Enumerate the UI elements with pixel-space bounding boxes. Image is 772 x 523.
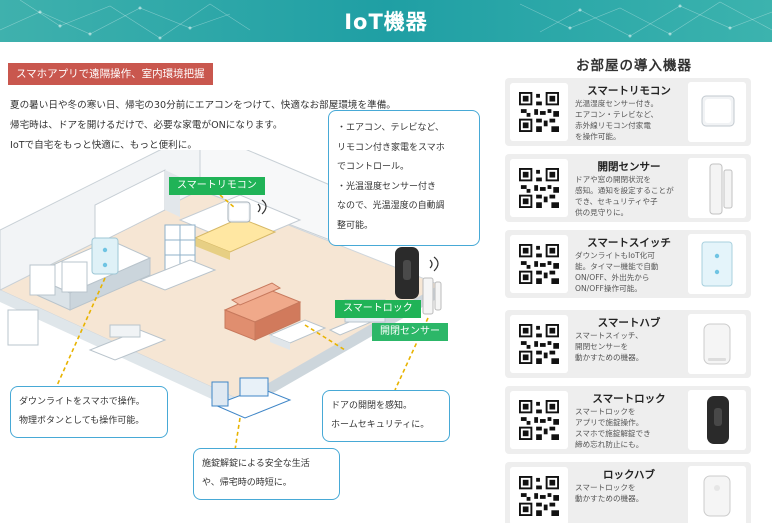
- qr-code-icon: [519, 476, 559, 516]
- device-name: 開閉センサー: [597, 161, 661, 173]
- device-image: [688, 234, 746, 294]
- device-qr[interactable]: [510, 235, 568, 293]
- device-name: ロックハブ: [603, 469, 655, 481]
- device-qr[interactable]: [510, 391, 568, 449]
- device-desc-line: ドアや窓の開閉状況を: [575, 175, 651, 184]
- remote-device-icon: [701, 95, 735, 127]
- sidebar-title: お部屋の導入機器: [576, 58, 692, 74]
- device-card: 開閉センサードアや窓の開閉状況を感知。通知を設定することができ、セキュリティや子…: [505, 154, 751, 222]
- device-desc: スマートロックをアプリで施錠操作。スマホで施錠解錠でき締め忘れ防止にも。: [575, 406, 687, 450]
- qr-code-icon: [519, 324, 559, 364]
- lock-hub-icon: [703, 475, 731, 517]
- callout-line: ドアの開閉を感知。: [331, 401, 413, 411]
- device-desc-line: 締め忘れ防止にも。: [575, 440, 644, 449]
- sofa-icon: [223, 282, 302, 341]
- device-qr[interactable]: [510, 83, 568, 141]
- callout-line: なので、光温湿度の自動調: [337, 201, 445, 211]
- device-desc-line: エアコン・テレビなど、: [575, 110, 659, 119]
- device-desc: スマートスイッチ、開閉センサーを動かすための機器。: [575, 330, 687, 363]
- page-title: IoT機器: [344, 10, 428, 34]
- device-desc-line: ON/OFF、外出先から: [575, 273, 650, 282]
- device-card: ロックハブスマートロックを動かすための機器。: [505, 462, 751, 523]
- qr-code-icon: [519, 244, 559, 284]
- callout-line: や、帰宅時の時短に。: [202, 478, 292, 488]
- device-name: スマートリモコン: [587, 85, 671, 97]
- device-card: スマートスイッチダウンライトもIoT化可能。タイマー機能で自動 ON/OFF、外出…: [505, 230, 751, 298]
- label-smart-lock: スマートロック: [335, 300, 421, 318]
- device-image: [688, 466, 746, 523]
- callout-line: ダウンライトをスマホで操作。: [19, 397, 145, 407]
- device-name: スマートロック: [592, 393, 666, 405]
- device-image: [688, 82, 746, 142]
- device-desc: 光温湿度センサー付き。エアコン・テレビなど、赤外線リモコン付家電を操作可能。: [575, 98, 687, 142]
- callout-line: でコントロール。: [337, 162, 410, 172]
- callout-line: ・エアコン、テレビなど、: [337, 123, 445, 133]
- device-card: スマートリモコン光温湿度センサー付き。エアコン・テレビなど、赤外線リモコン付家電…: [505, 78, 751, 146]
- callout-line: 施錠解錠による安全な生活: [202, 459, 310, 469]
- device-desc-line: アプリで施錠操作。: [575, 418, 644, 427]
- device-name: スマートスイッチ: [587, 237, 671, 249]
- device-qr[interactable]: [510, 315, 568, 373]
- callout-remote-features: ・エアコン、テレビなど、 リモコン付き家電をスマホ でコントロール。 ・光温湿度…: [328, 110, 480, 246]
- wall-switch-icon: [701, 241, 733, 287]
- device-desc-line: 動かすための機器。: [575, 494, 644, 503]
- device-desc-line: ダウンライトもIoT化可: [575, 251, 655, 260]
- callout-smart-lock: 施錠解錠による安全な生活 や、帰宅時の時短に。: [193, 448, 340, 500]
- qr-code-icon: [519, 92, 559, 132]
- callout-downlight: ダウンライトをスマホで操作。 物理ボタンとしても操作可能。: [10, 386, 168, 438]
- device-desc-line: スマホで施錠解錠でき: [575, 429, 651, 438]
- label-door-sensor: 開閉センサー: [372, 323, 448, 341]
- callout-line: 物理ボタンとしても操作可能。: [19, 416, 145, 426]
- device-desc-line: 能。タイマー機能で自動: [575, 262, 659, 271]
- callout-line: リモコン付き家電をスマホ: [337, 142, 445, 153]
- smart-lock-icon: [395, 247, 439, 299]
- smart-lock-icon: [707, 396, 729, 444]
- device-qr[interactable]: [510, 467, 568, 523]
- device-image: [688, 314, 746, 374]
- device-desc-line: スマートロックを: [575, 483, 636, 492]
- device-desc-line: 光温湿度センサー付き。: [575, 99, 659, 108]
- device-desc: スマートロックを動かすための機器。: [575, 482, 687, 504]
- feature-tag: スマホアプリで遠隔操作、室内環境把握: [8, 63, 213, 85]
- header-banner: IoT機器: [0, 0, 772, 42]
- device-image: [688, 158, 746, 218]
- qr-code-icon: [519, 400, 559, 440]
- smart-hub-icon: [703, 323, 731, 365]
- device-desc-line: でき、セキュリティや子: [575, 197, 658, 206]
- device-name: スマートハブ: [597, 317, 661, 329]
- device-desc-line: スマートスイッチ、: [575, 331, 643, 340]
- door-sensor-icon: [709, 163, 733, 215]
- intro-text: 夏の暑い日や冬の寒い日、帰宅の30分前にエアコンをつけて、快適なお部屋環境を準備…: [10, 96, 480, 156]
- device-desc: ドアや窓の開閉状況を感知。通知を設定することができ、セキュリティや子供の見守りに…: [575, 174, 687, 218]
- device-desc-line: 赤外線リモコン付家電: [575, 121, 651, 130]
- intro-line: 夏の暑い日や冬の寒い日、帰宅の30分前にエアコンをつけて、快適なお部屋環境を準備…: [10, 100, 396, 111]
- device-desc-line: を操作可能。: [575, 132, 621, 141]
- device-image: [688, 390, 746, 450]
- device-desc-line: 動かすための機器。: [575, 353, 644, 362]
- remote-device-icon: [227, 199, 267, 223]
- device-card: スマートロックスマートロックをアプリで施錠操作。スマホで施錠解錠でき締め忘れ防止…: [505, 386, 751, 454]
- device-desc-line: 供の見守りに。: [575, 208, 629, 217]
- callout-door-sensor: ドアの開閉を感知。 ホームセキュリティに。: [322, 390, 450, 442]
- device-desc-line: スマートロックを: [575, 407, 636, 416]
- device-desc-line: ON/OFF操作可能。: [575, 284, 642, 293]
- intro-line: IoTで自宅をもっと快適に、もっと便利に。: [10, 140, 197, 151]
- device-card: スマートハブスマートスイッチ、開閉センサーを動かすための機器。: [505, 310, 751, 378]
- callout-line: 整可能。: [337, 220, 374, 231]
- callout-line: ホームセキュリティに。: [331, 420, 430, 430]
- callout-line: ・光温湿度センサー付き: [337, 181, 437, 192]
- door-sensor-icon: [422, 277, 442, 315]
- device-desc-line: 感知。通知を設定することが: [575, 186, 674, 195]
- wall-switch-icon: [91, 237, 119, 275]
- qr-code-icon: [519, 168, 559, 208]
- intro-line: 帰宅時は、ドアを開けるだけで、必要な家電がONになります。: [10, 120, 283, 131]
- label-smart-remote: スマートリモコン: [169, 177, 265, 195]
- device-qr[interactable]: [510, 159, 568, 217]
- device-desc: ダウンライトもIoT化可能。タイマー機能で自動 ON/OFF、外出先から ON/OF…: [575, 250, 687, 294]
- network-pattern-icon: [0, 0, 772, 40]
- device-desc-line: 開閉センサーを: [575, 342, 629, 351]
